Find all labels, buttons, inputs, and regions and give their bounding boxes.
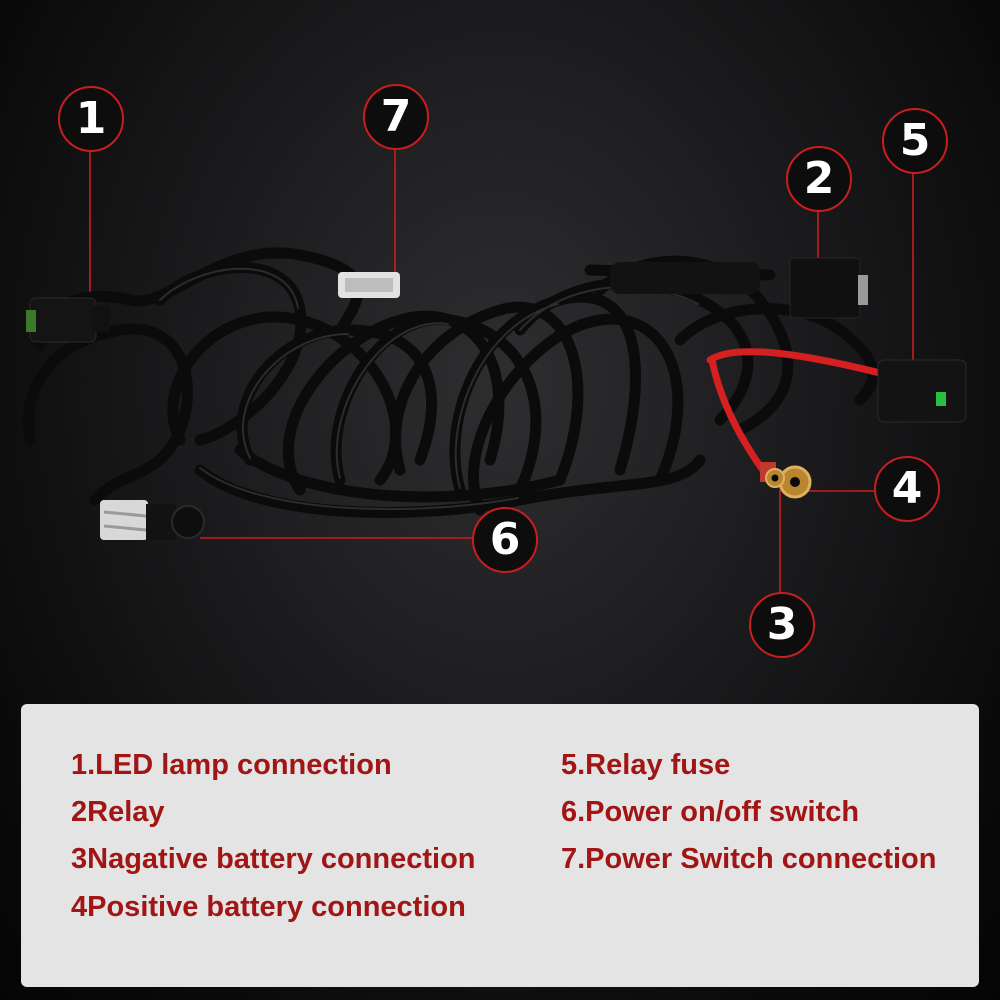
switch-connection-plug (338, 272, 400, 298)
callout-5: 5 (882, 108, 948, 174)
legend-item-3: 3Nagative battery connection (71, 843, 476, 875)
legend-item-6: 6.Power on/off switch (561, 796, 860, 828)
legend-item-5: 5.Relay fuse (561, 749, 731, 781)
legend-item-2: 2Relay (71, 796, 165, 828)
leader-lines (89, 146, 914, 595)
legend-item-4: 4Positive battery connection (71, 891, 466, 923)
legend-item-1: 1.LED lamp connection (71, 749, 392, 781)
callout-2: 2 (786, 146, 852, 212)
callout-7: 7 (363, 84, 429, 150)
positive-wire (706, 348, 904, 484)
power-switch (100, 500, 205, 540)
wire-sheen (159, 267, 699, 511)
legend-item-7: 7.Power Switch connection (561, 843, 937, 875)
relay (610, 257, 868, 319)
ring-terminal (760, 462, 812, 499)
fuse-holder (877, 359, 967, 423)
callout-3: 3 (749, 592, 815, 658)
callout-6: 6 (472, 507, 538, 573)
wiring-harness-photo (23, 146, 967, 595)
led-lamp-connector (26, 297, 110, 343)
callout-1: 1 (58, 86, 124, 152)
callout-4: 4 (874, 456, 940, 522)
legend-panel: 1.LED lamp connection 2Relay 3Nagative b… (21, 704, 979, 987)
